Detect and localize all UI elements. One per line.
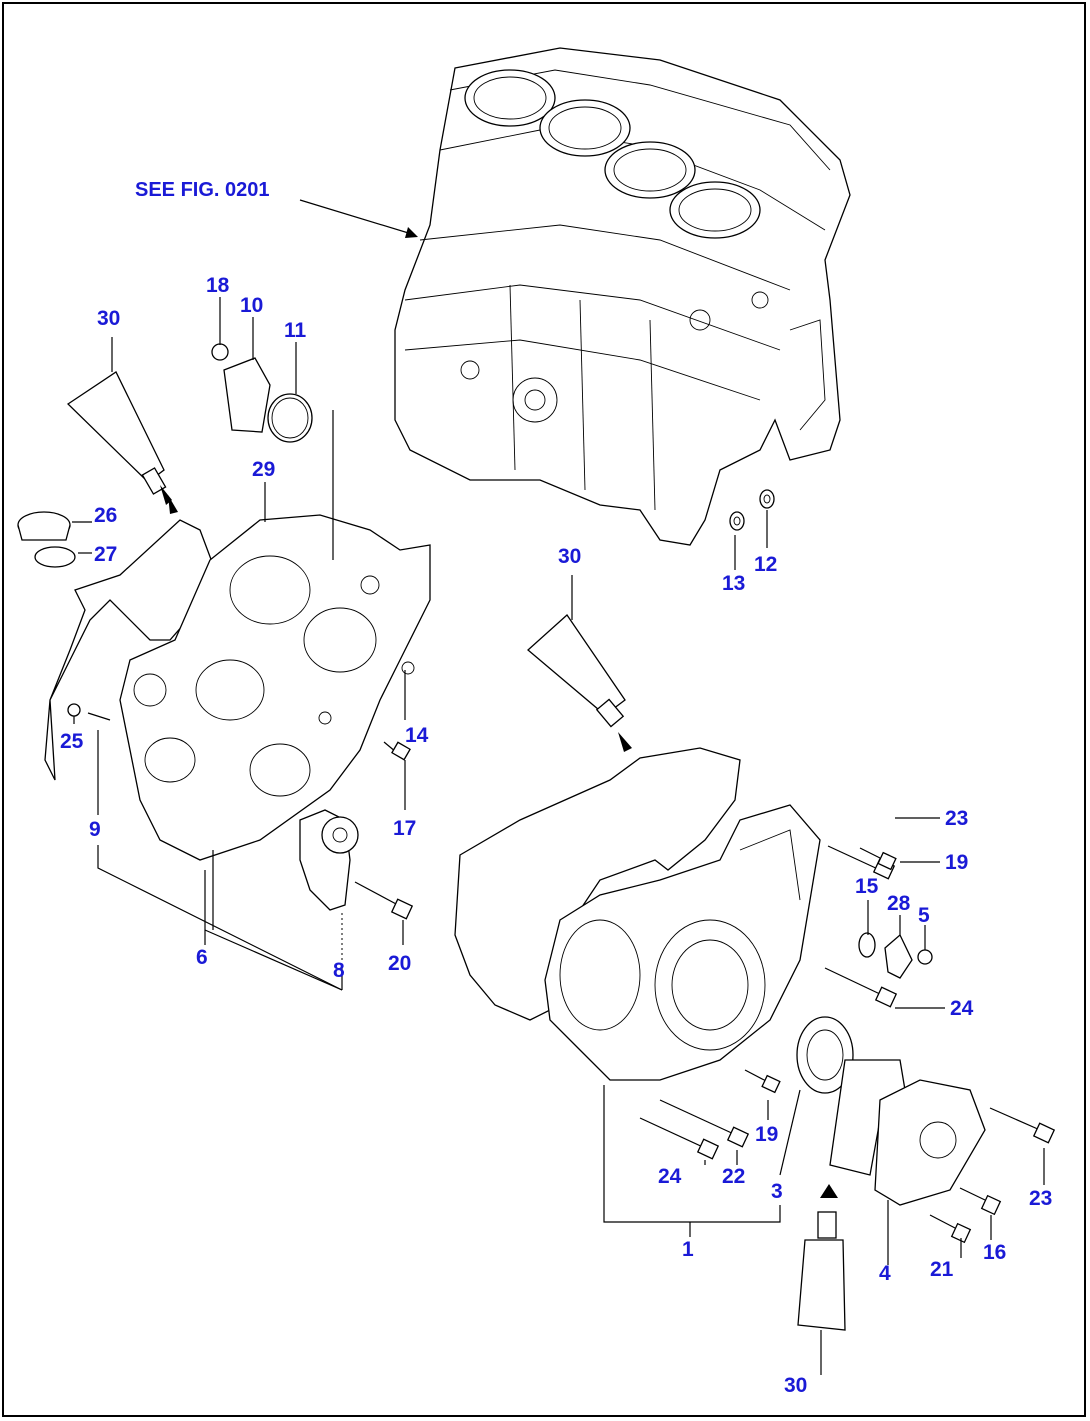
callout-24: 24 bbox=[950, 997, 974, 1020]
callout-18: 18 bbox=[206, 274, 230, 297]
callout-21: 21 bbox=[930, 1258, 954, 1281]
leaders-right bbox=[571, 575, 1045, 1375]
callout-19: 19 bbox=[945, 851, 968, 874]
rear-oil-seal bbox=[796, 1016, 854, 1094]
flywheel-housing-gasket bbox=[454, 747, 741, 1021]
callout-17: 17 bbox=[393, 817, 416, 840]
callout-26: 26 bbox=[94, 504, 117, 527]
callout-8: 8 bbox=[333, 959, 345, 982]
callout-9: 9 bbox=[89, 818, 101, 841]
oil-pump bbox=[299, 809, 359, 911]
front-case-left bbox=[119, 514, 431, 861]
callout-16: 16 bbox=[983, 1241, 1006, 1264]
seal-13 bbox=[729, 511, 745, 531]
bolt-24-right bbox=[824, 967, 898, 1008]
callout-14: 14 bbox=[405, 724, 429, 747]
callout-3: 3 bbox=[771, 1180, 783, 1203]
callout-11: 11 bbox=[284, 319, 307, 342]
bolt-20 bbox=[354, 881, 414, 920]
bolt-16 bbox=[959, 1187, 1002, 1216]
oil-filler-cap bbox=[17, 511, 76, 568]
small-cover-28 bbox=[858, 932, 933, 979]
bolt-19-lower bbox=[744, 1069, 781, 1094]
flywheel-housing bbox=[544, 804, 821, 1081]
bolt-22 bbox=[659, 1099, 750, 1148]
callout-1: 1 bbox=[682, 1238, 694, 1261]
front-cover-gasket-left bbox=[44, 519, 216, 781]
leaders-left bbox=[72, 199, 768, 991]
sealant-tube-bottom bbox=[797, 1184, 846, 1331]
bolt-25 bbox=[67, 703, 111, 721]
rear-cover bbox=[829, 1059, 986, 1206]
callout-30: 30 bbox=[558, 545, 581, 568]
callout-22: 22 bbox=[722, 1165, 745, 1188]
callout-20: 20 bbox=[388, 952, 411, 975]
bolt-17 bbox=[383, 741, 411, 761]
callout-30: 30 bbox=[784, 1374, 807, 1397]
bolt-24-lower bbox=[639, 1117, 720, 1160]
callout-24: 24 bbox=[658, 1165, 682, 1188]
sealant-tube-upper-left bbox=[66, 371, 178, 514]
callout-12: 12 bbox=[754, 553, 777, 576]
callout-29: 29 bbox=[252, 458, 275, 481]
callout-15: 15 bbox=[855, 875, 879, 898]
callout-23: 23 bbox=[1029, 1187, 1052, 1210]
callout-28: 28 bbox=[887, 892, 911, 915]
callout-25: 25 bbox=[60, 730, 84, 753]
callout-4: 4 bbox=[879, 1262, 891, 1285]
cylinder-block bbox=[394, 47, 851, 546]
thermostat-cover bbox=[211, 343, 313, 443]
callout-5: 5 bbox=[918, 904, 930, 927]
callout-10: 10 bbox=[240, 294, 263, 317]
figure-reference-label: SEE FIG. 0201 bbox=[135, 179, 270, 201]
seal-12 bbox=[759, 489, 775, 509]
callout-13: 13 bbox=[722, 572, 745, 595]
callout-labels: SEE FIG. 0201 30 18 10 11 29 26 27 25 14… bbox=[60, 179, 1052, 1397]
sealant-tube-middle bbox=[527, 614, 632, 752]
bolt-19-upper bbox=[859, 847, 897, 871]
callout-6: 6 bbox=[196, 946, 208, 969]
callout-30: 30 bbox=[97, 307, 120, 330]
bolt-23-lower bbox=[989, 1107, 1056, 1144]
bolt-21 bbox=[929, 1214, 972, 1244]
callout-27: 27 bbox=[94, 543, 117, 566]
callout-23: 23 bbox=[945, 807, 968, 830]
callout-19: 19 bbox=[755, 1123, 778, 1146]
